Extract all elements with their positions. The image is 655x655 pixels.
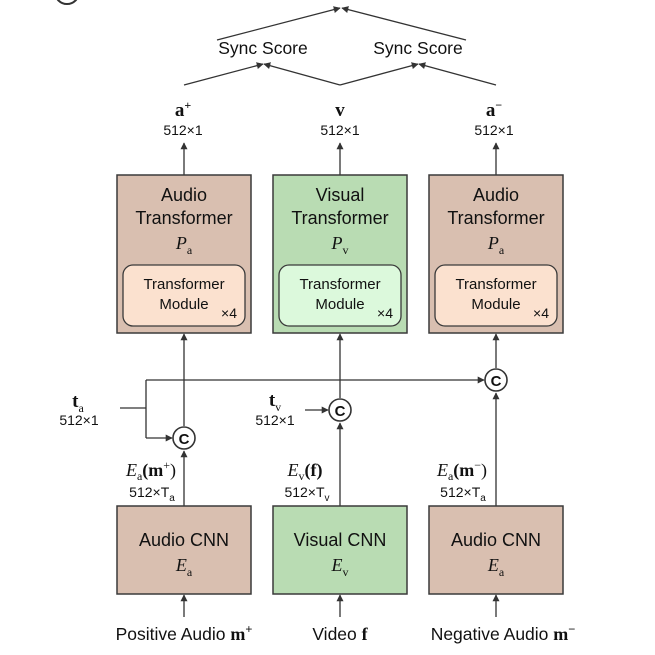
audio-transformer-left-line2: Transformer xyxy=(135,208,232,228)
sync-score-left: Sync Score xyxy=(218,38,307,58)
output-a-pos-dim: 512×1 xyxy=(163,122,203,138)
concat-mid: C xyxy=(328,398,352,422)
audio-transformer-left-symbol: Pa xyxy=(175,233,193,257)
audio-transformer-left-module xyxy=(122,264,246,327)
audio-module-right-line2: Module xyxy=(471,296,520,313)
visual-transformer-line1: Visual xyxy=(316,185,365,205)
audio-module-left-line1: Transformer xyxy=(143,276,224,293)
token-tv: tv xyxy=(269,390,281,414)
audio-transformer-left: Audio Transformer Pa Transformer Module … xyxy=(116,174,252,334)
output-a-pos: a+ xyxy=(175,98,192,121)
concat-right-label: C xyxy=(491,373,502,390)
audio-cnn-right: Audio CNN Ea xyxy=(428,505,564,595)
output-a-neg-dim: 512×1 xyxy=(474,122,514,138)
audio-cnn-left: Audio CNN Ea xyxy=(116,505,252,595)
embedding-pos-dim: 512×Ta xyxy=(129,484,175,504)
audio-transformer-right-line1: Audio xyxy=(473,185,519,205)
visual-cnn-label: Visual CNN xyxy=(294,530,387,550)
embedding-vid: Ev(f) xyxy=(287,460,323,483)
corner-circle-icon xyxy=(56,0,78,5)
concat-left: C xyxy=(172,426,196,450)
audio-transformer-left-line1: Audio xyxy=(161,185,207,205)
visual-transformer: Visual Transformer Pv Transformer Module… xyxy=(272,174,408,334)
visual-cnn-box xyxy=(272,505,408,595)
audio-cnn-left-label: Audio CNN xyxy=(139,530,229,550)
audio-module-left-line2: Module xyxy=(159,296,208,313)
concat-right: C xyxy=(484,368,508,392)
output-v: v xyxy=(335,100,345,121)
embedding-pos: Ea(m+) xyxy=(125,458,176,483)
audio-cnn-left-symbol: Ea xyxy=(175,555,193,579)
concat-mid-label: C xyxy=(335,403,346,420)
token-ta: ta xyxy=(72,391,84,415)
embedding-vid-dim: 512×Tv xyxy=(284,484,329,504)
visual-module-repeat: ×4 xyxy=(377,305,393,321)
visual-cnn: Visual CNN Ev xyxy=(272,505,408,595)
audio-cnn-right-label: Audio CNN xyxy=(451,530,541,550)
audio-transformer-right-symbol: Pa xyxy=(487,233,505,257)
audio-transformer-right: Audio Transformer Pa Transformer Module … xyxy=(428,174,564,334)
embedding-neg: Ea(m−) xyxy=(436,458,487,483)
input-positive-audio: Positive Audio m+ xyxy=(116,622,253,644)
audio-module-left-repeat: ×4 xyxy=(221,305,237,321)
sync-score-right: Sync Score xyxy=(373,38,462,58)
visual-transformer-symbol: Pv xyxy=(331,233,349,257)
embedding-neg-dim: 512×Ta xyxy=(440,484,486,504)
audio-cnn-right-box xyxy=(428,505,564,595)
output-v-dim: 512×1 xyxy=(320,122,360,138)
audio-module-right-repeat: ×4 xyxy=(533,305,549,321)
input-negative-audio: Negative Audio m− xyxy=(431,622,576,644)
concat-left-label: C xyxy=(179,431,190,448)
visual-cnn-symbol: Ev xyxy=(331,555,349,579)
audio-module-right-line1: Transformer xyxy=(455,276,536,293)
audio-transformer-right-module xyxy=(434,264,558,327)
concat-left-icon xyxy=(172,426,196,450)
sync-lines xyxy=(183,6,497,86)
audio-cnn-right-symbol: Ea xyxy=(487,555,505,579)
visual-module-line1: Transformer xyxy=(299,276,380,293)
visual-transformer-module xyxy=(278,264,402,327)
token-ta-dim: 512×1 xyxy=(59,412,99,428)
visual-transformer-line2: Transformer xyxy=(291,208,388,228)
token-tv-dim: 512×1 xyxy=(255,412,295,428)
concat-right-icon xyxy=(484,368,508,392)
input-video: Video f xyxy=(312,624,368,644)
audio-cnn-left-box xyxy=(116,505,252,595)
output-a-neg: a− xyxy=(486,98,503,121)
audio-transformer-right-line2: Transformer xyxy=(447,208,544,228)
visual-module-line2: Module xyxy=(315,296,364,313)
concat-mid-icon xyxy=(328,398,352,422)
